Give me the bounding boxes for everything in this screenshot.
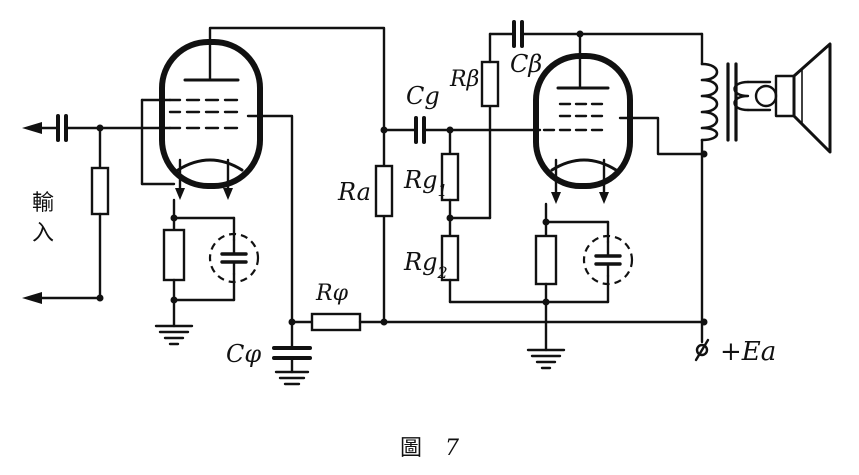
tube-2-grids [542,102,604,132]
figure-caption: 圖 7 [0,430,859,462]
tube-2 [533,32,633,204]
label-cbeta: Cβ [510,50,542,78]
label-ra: Ra [337,178,371,206]
input-arrow-bottom [22,292,42,304]
label-rbeta: Rβ [449,67,479,92]
label-rg2: Rg2 [403,248,448,282]
tube-1 [159,39,263,200]
label-input-char-2: 入 [32,221,54,246]
loudspeaker-icon [754,42,832,154]
tube-1-screen-grid [168,98,239,114]
label-supply: +Ea [720,337,776,367]
label-cphi: Cφ [226,340,261,368]
feedback-capacitor-cbeta [488,20,704,48]
tube-2-cathode-circuit [526,202,634,370]
label-rphi: Rφ [315,281,349,306]
label-input-char-1: 輸 [32,191,54,216]
supply-terminal [694,338,710,362]
input-capacitor [56,114,102,142]
tube-1-output-line [246,114,296,326]
caption-prefix: 圖 [399,436,422,461]
coupling-capacitor-cg [382,116,542,144]
tube-1-screen-loop [140,98,176,186]
input-terminals [22,122,102,304]
decoupling-capacitor-cphi [272,320,312,386]
caption-number: 7 [445,436,459,461]
input-grid-resistor [90,124,110,302]
grid-resistor-chain [440,32,548,304]
tube-1-cathode-circuit [154,198,260,346]
input-arrow-top [22,122,42,134]
resistor-rphi [290,312,388,332]
output-transformer [700,32,772,344]
label-cg: Cg [406,82,440,110]
label-rg1: Rg1 [403,166,448,200]
